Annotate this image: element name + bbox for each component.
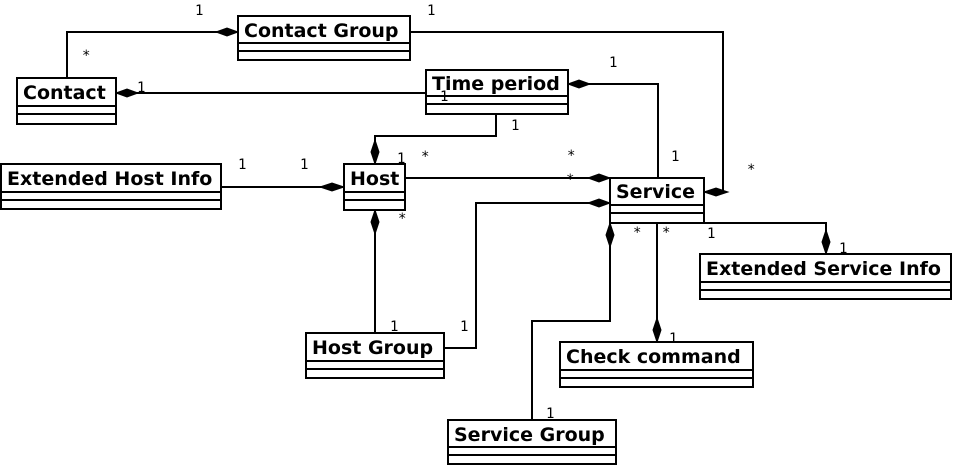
mult-service-cc-service: *: [662, 225, 670, 241]
mult-host-service-host: *: [421, 149, 429, 165]
class-name-service: Service: [616, 181, 695, 203]
mult-cg-contact-contact: *: [82, 48, 90, 64]
class-host: Host: [343, 163, 406, 211]
class-service: Service: [609, 177, 705, 224]
diamond-service-checkcommand: [652, 316, 662, 344]
mult-tp-host-host: 1: [397, 151, 405, 167]
class-contact: Contact: [16, 77, 117, 125]
class-name-contact-group: Contact Group: [244, 20, 399, 42]
class-name-service-group: Service Group: [454, 424, 605, 446]
class-name-extended-host-info: Extended Host Info: [7, 168, 212, 190]
mult-host-service-service-b: *: [566, 172, 574, 188]
assoc-timeperiod-service: [568, 83, 659, 178]
mult-service-esi-service: 1: [707, 226, 715, 242]
diamond-host-hostgroup: [370, 208, 380, 236]
diamond-timeperiod-contact: [114, 88, 140, 98]
mult-tp-contact-tp: 1: [440, 89, 448, 105]
assoc-timeperiod-host: [374, 114, 497, 164]
class-name-time-period: Time period: [432, 73, 560, 95]
class-name-host-group: Host Group: [312, 337, 433, 359]
mult-ehi-host-host: 1: [300, 157, 308, 173]
mult-tp-contact-contact: 1: [137, 80, 145, 96]
class-check-command: Check command: [559, 341, 754, 388]
diamond-timeperiod-service: [566, 79, 592, 89]
mult-cg-contact-cg: 1: [195, 3, 203, 19]
class-name-extended-service-info: Extended Service Info: [706, 258, 941, 280]
diamond-contactgroup-service: [702, 187, 730, 197]
class-host-group: Host Group: [305, 332, 445, 379]
mult-tp-host-tp: 1: [511, 118, 519, 134]
mult-hg-service-hg: 1: [460, 319, 468, 335]
mult-cg-service-cg: 1: [427, 3, 435, 19]
mult-tp-service-tp: 1: [609, 55, 617, 71]
diamond-service-extserviceinfo: [821, 228, 831, 256]
assoc-service-servicegroup: [531, 223, 611, 420]
mult-ehi-host-ehi: 1: [238, 157, 246, 173]
mult-service-esi-esi: 1: [839, 241, 847, 257]
class-extended-service-info: Extended Service Info: [699, 253, 952, 300]
class-name-contact: Contact: [23, 82, 106, 104]
diamond-contactgroup-contact: [214, 27, 240, 37]
class-name-host: Host: [350, 168, 399, 190]
mult-service-sg-service: *: [633, 225, 641, 241]
diamond-timeperiod-host: [370, 138, 380, 166]
mult-cg-service-service: *: [747, 162, 755, 178]
class-time-period: Time period: [425, 69, 569, 115]
class-contact-group: Contact Group: [237, 15, 411, 61]
mult-host-hg-host: *: [398, 211, 406, 227]
mult-service-cc-cc: 1: [669, 331, 677, 347]
mult-service-sg-sg: 1: [546, 406, 554, 422]
mult-host-service-service-a: *: [567, 148, 575, 164]
diamond-exthostinfo-host: [318, 182, 346, 192]
mult-host-hg-hg: 1: [390, 319, 398, 335]
diamond-hostgroup-service: [586, 198, 612, 208]
class-extended-host-info: Extended Host Info: [0, 163, 222, 210]
assoc-hostgroup-service: [444, 202, 610, 349]
mult-tp-service-service: 1: [671, 149, 679, 165]
class-name-check-command: Check command: [566, 346, 741, 368]
assoc-contactgroup-contact: [66, 31, 238, 78]
class-service-group: Service Group: [447, 419, 617, 465]
assoc-service-extserviceinfo: [700, 222, 827, 254]
diamond-service-servicegroup: [605, 221, 615, 249]
diamond-host-service: [586, 173, 612, 183]
